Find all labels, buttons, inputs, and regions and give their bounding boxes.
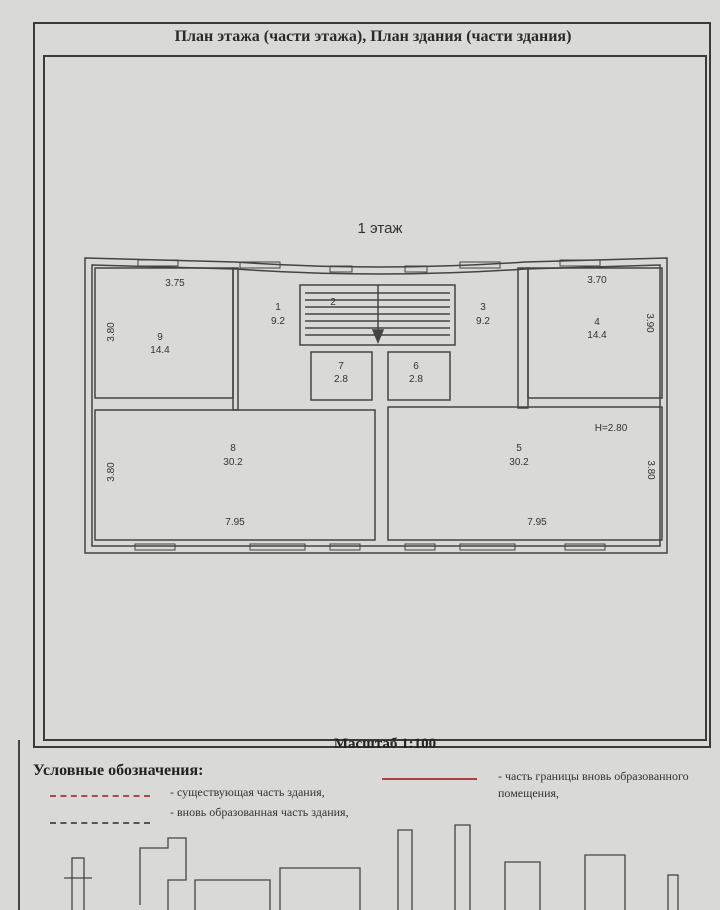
room-7-area: 2.8	[334, 374, 348, 385]
room-1-area: 9.2	[271, 316, 285, 327]
room-8-area: 30.2	[223, 457, 243, 468]
room-8-number: 8	[230, 443, 236, 454]
wall-4	[517, 267, 529, 409]
drawing-frame	[33, 22, 711, 748]
room-9-number: 9	[157, 332, 163, 343]
dim-room8-depth: 3.80	[106, 462, 117, 482]
legend-existing-label: - существующая часть здания,	[170, 785, 325, 799]
legend-title: Условные обозначения:	[33, 762, 204, 779]
room-7-number: 7	[338, 361, 344, 372]
scale-label: Масштаб 1:100	[333, 736, 437, 752]
room-7	[310, 351, 373, 401]
room-5-number: 5	[516, 443, 522, 454]
room-3-number: 3	[480, 302, 486, 313]
dim-room8-width: 7.95	[225, 517, 245, 528]
room-9-area: 14.4	[150, 345, 170, 356]
dim-room5-depth: 3.80	[645, 460, 656, 480]
room-1-number: 1	[275, 302, 281, 313]
room-6	[387, 351, 451, 401]
page-title: План этажа (части этажа), План здания (ч…	[174, 28, 572, 45]
room-3-area: 9.2	[476, 316, 490, 327]
room-6-area: 2.8	[409, 374, 423, 385]
floor-label: 1 этаж	[358, 220, 403, 237]
wall-9-4	[232, 267, 239, 411]
dim-room4-depth: 3.90	[644, 313, 655, 333]
room-4-area: 14.4	[587, 330, 607, 341]
legend-boundary-label: - часть границы вновь образованного поме…	[498, 769, 689, 800]
legend-boundary-line	[382, 778, 477, 780]
room-2-number: 2	[330, 297, 336, 308]
room-4-number: 4	[594, 317, 600, 328]
windows	[134, 259, 606, 551]
dim-room5-width: 7.95	[527, 517, 547, 528]
legend-symbols	[64, 824, 679, 910]
room-5	[387, 406, 663, 541]
legend-new-label: - вновь образованная часть здания,	[170, 805, 349, 819]
paper-edge	[18, 740, 20, 910]
legend-existing-line	[50, 795, 150, 797]
legend-new-line	[50, 822, 150, 824]
room-5-area: 30.2	[509, 457, 529, 468]
dim-room9-depth: 3.80	[106, 322, 117, 342]
plan-frame	[43, 55, 707, 741]
outer-wall-inner	[91, 264, 661, 547]
room-6-number: 6	[413, 361, 419, 372]
dim-height: H=2.80	[595, 423, 628, 434]
dim-room4-width: 3.70	[587, 275, 607, 286]
outer-wall	[84, 257, 668, 554]
dim-room9-width: 3.75	[165, 278, 185, 289]
